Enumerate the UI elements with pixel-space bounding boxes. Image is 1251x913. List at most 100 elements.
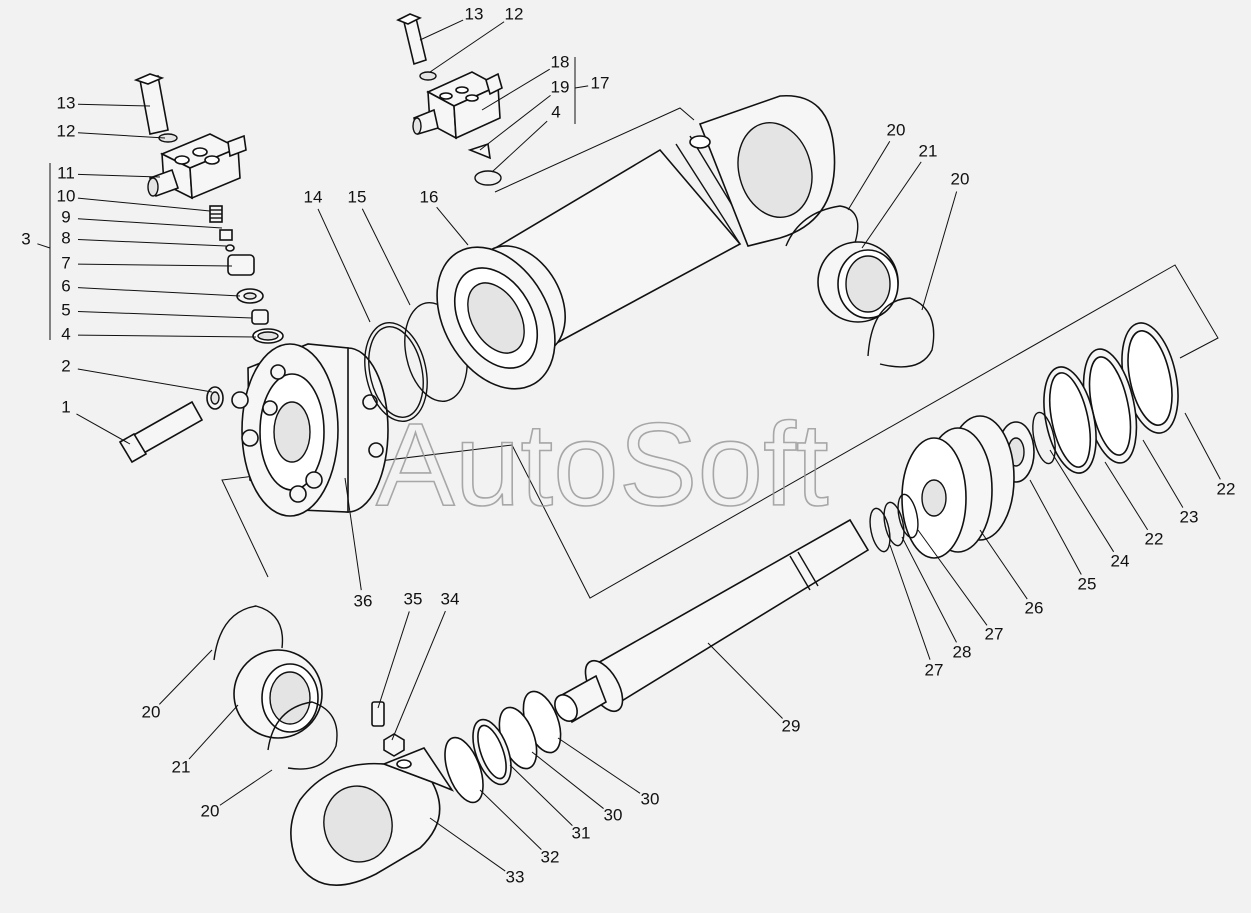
callout-label-30: 30 <box>604 805 623 824</box>
assembly-guide-lines <box>221 107 1219 599</box>
callout-label-23: 23 <box>1180 507 1199 526</box>
leader-line-26 <box>979 529 1028 600</box>
callout-label-22: 22 <box>1217 479 1236 498</box>
leader-line-9 <box>77 218 223 229</box>
callout-label-21: 21 <box>919 141 938 160</box>
cylinder-head-36 <box>231 343 389 517</box>
leader-line-20 <box>847 140 891 211</box>
leader-line-16 <box>436 206 469 246</box>
leader-line-20 <box>219 769 273 806</box>
leader-line-11 <box>77 173 161 178</box>
leader-line-29 <box>707 642 783 719</box>
piston-assembly <box>869 322 1179 559</box>
callout-label-34: 34 <box>441 589 460 608</box>
callout-label-20: 20 <box>142 702 161 721</box>
watermark-text: AutoSoft <box>376 399 829 531</box>
leader-line-27 <box>889 544 931 660</box>
leader-line-22 <box>1184 412 1221 480</box>
callout-label-36: 36 <box>354 591 373 610</box>
callout-label-27: 27 <box>925 660 944 679</box>
callout-label-29: 29 <box>782 716 801 735</box>
callout-label-3: 3 <box>21 229 30 248</box>
callout-label-12: 12 <box>57 121 76 140</box>
leader-line-32 <box>479 789 542 850</box>
leader-line-24 <box>1049 449 1115 553</box>
leader-line-8 <box>77 239 227 247</box>
leader-line-22 <box>1104 461 1149 531</box>
callout-label-8: 8 <box>61 228 70 247</box>
callout-label-15: 15 <box>348 187 367 206</box>
bolt-1 <box>118 400 204 464</box>
callout-label-19: 19 <box>551 77 570 96</box>
leader-line-20 <box>921 191 958 311</box>
callout-label-32: 32 <box>541 847 560 866</box>
leader-line-2 <box>77 368 213 393</box>
leader-line-31 <box>509 764 573 826</box>
callout-label-35: 35 <box>404 589 423 608</box>
leader-line-28 <box>901 536 957 643</box>
callout-label-22: 22 <box>1145 529 1164 548</box>
leader-line-20 <box>158 649 213 705</box>
callout-label-12: 12 <box>505 4 524 23</box>
callout-label-27: 27 <box>985 624 1004 643</box>
leader-line-13 <box>419 19 464 41</box>
nut-34 <box>383 733 405 757</box>
callout-label-11: 11 <box>57 163 75 182</box>
callout-label-6: 6 <box>61 276 70 295</box>
leader-line-1 <box>76 413 131 445</box>
callout-label-30: 30 <box>641 789 660 808</box>
callout-label-2: 2 <box>61 356 70 375</box>
leader-line-14 <box>317 208 371 323</box>
leader-line-27 <box>917 529 988 626</box>
callout-label-18: 18 <box>551 52 570 71</box>
leader-line-13 <box>77 103 151 107</box>
cylinder-barrel-16 <box>436 135 753 390</box>
leader-line-4 <box>491 120 548 173</box>
leader-line-12 <box>77 132 166 139</box>
rod-eye-33 <box>290 747 455 886</box>
callout-label-4: 4 <box>61 324 70 343</box>
valve-block-11 <box>133 73 247 200</box>
callout-label-5: 5 <box>61 300 70 319</box>
callout-label-7: 7 <box>61 253 70 272</box>
leader-line-21 <box>188 704 239 760</box>
callout-label-9: 9 <box>61 207 70 226</box>
leader-line-3 <box>37 243 51 249</box>
retaining-rings-lower <box>213 605 338 770</box>
leader-line-17 <box>574 85 589 89</box>
callout-label-20: 20 <box>201 801 220 820</box>
callout-label-28: 28 <box>953 642 972 661</box>
leader-line-33 <box>429 817 506 872</box>
callout-label-33: 33 <box>506 867 525 886</box>
leader-line-5 <box>77 310 253 319</box>
callout-label-20: 20 <box>951 169 970 188</box>
leader-line-10 <box>77 197 211 212</box>
callout-label-14: 14 <box>304 187 323 206</box>
callout-label-25: 25 <box>1078 574 1097 593</box>
o-ring-14 <box>364 321 428 423</box>
callout-label-26: 26 <box>1025 598 1044 617</box>
piston-rod-29 <box>554 518 870 724</box>
leader-line-30 <box>557 737 641 794</box>
callout-label-13: 13 <box>57 93 76 112</box>
fitting-35 <box>371 701 385 727</box>
leader-line-6 <box>77 287 241 297</box>
leader-line-7 <box>77 263 233 267</box>
barrel-eye-mount <box>689 95 836 247</box>
valve-cartridge-stack <box>209 205 284 344</box>
callout-label-1: 1 <box>61 397 70 416</box>
rod-seals <box>444 690 562 804</box>
callout-label-31: 31 <box>572 823 591 842</box>
leader-line-25 <box>1029 479 1082 575</box>
callout-label-24: 24 <box>1111 551 1130 570</box>
leader-line-12 <box>429 21 505 73</box>
leader-line-23 <box>1142 439 1184 508</box>
leader-line-35 <box>377 611 410 709</box>
retaining-rings-upper <box>785 205 935 368</box>
callout-label-13: 13 <box>465 4 484 23</box>
leader-line-18 <box>481 68 550 111</box>
callout-label-20: 20 <box>887 120 906 139</box>
callout-label-16: 16 <box>420 187 439 206</box>
